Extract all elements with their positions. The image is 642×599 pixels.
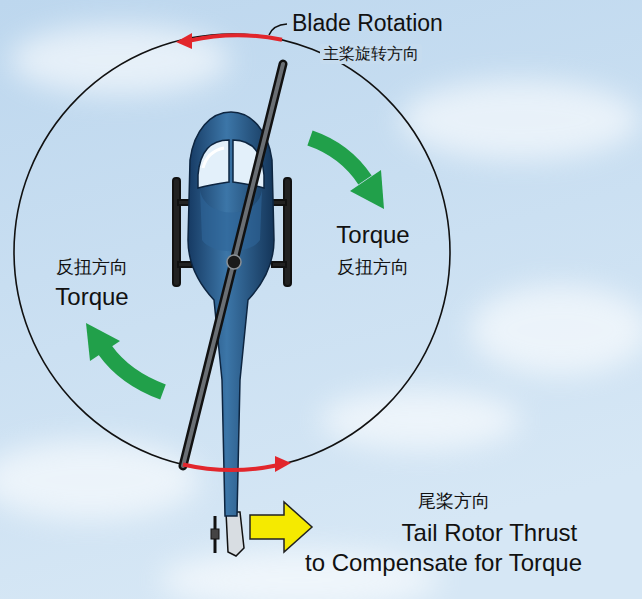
skid (284, 178, 291, 286)
blade-label-cn: 主桨旋转方向 (320, 44, 422, 64)
windshield (198, 140, 229, 188)
main-blade (183, 64, 283, 466)
cloud (400, 80, 640, 160)
tail-thrust-label: Tail Rotor Thrust to Compensate for Torq… (305, 518, 591, 578)
arrowhead (86, 323, 120, 361)
arrowhead (176, 33, 192, 49)
torque-label-cn: 反扭方向 (337, 256, 409, 279)
arrowhead (350, 170, 384, 209)
leader-line (269, 24, 287, 35)
rotation-arrow (183, 465, 276, 471)
thrust-arrow (250, 502, 312, 552)
blade-label: Blade Rotation (292, 9, 443, 38)
rotor-hub (227, 255, 241, 269)
cross-tube (272, 200, 286, 205)
cross-tube (178, 262, 192, 267)
rotation-arrow (190, 35, 282, 40)
cross-tube (272, 262, 286, 267)
main-blade-face (183, 64, 283, 466)
torque-arrow (310, 138, 365, 180)
cloud (0, 440, 200, 520)
tail-rotor-hub (211, 529, 219, 539)
torque-label: Torque (55, 282, 128, 312)
torque-arrow (105, 350, 163, 392)
cloud (470, 285, 642, 375)
skid (173, 178, 180, 286)
arrowhead (275, 456, 291, 472)
tail-fin (226, 512, 244, 556)
tail-rotor (211, 512, 244, 556)
cloud (10, 25, 230, 95)
fuselage (188, 112, 274, 516)
tail-label-cn: 尾桨方向 (418, 490, 490, 513)
glass-highlight (203, 148, 224, 168)
cloud (320, 390, 520, 450)
torque-label: Torque (336, 220, 409, 250)
clouds (0, 25, 642, 599)
torque-label-cn: 反扭方向 (56, 256, 128, 279)
